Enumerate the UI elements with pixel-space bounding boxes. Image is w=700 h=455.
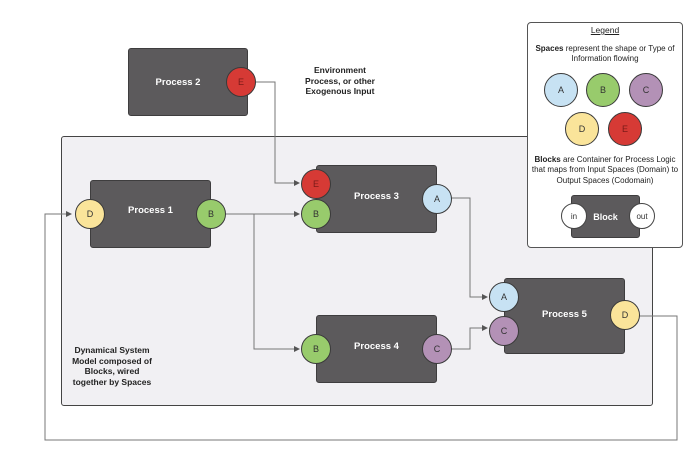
space-b-output[interactable]: B <box>196 199 226 229</box>
legend-space-c: C <box>629 73 663 107</box>
space-b-input[interactable]: B <box>301 334 331 364</box>
legend-space-e: E <box>608 112 642 146</box>
system-note: Dynamical System Model composed of Block… <box>72 345 152 387</box>
block-label: Process 3 <box>354 190 399 202</box>
block-label: Process 4 <box>354 340 399 352</box>
space-d-output[interactable]: D <box>610 300 640 330</box>
wire-p3-a-to-p5 <box>451 197 488 300</box>
block-process-5[interactable]: Process 5 <box>504 278 625 354</box>
block-label: Process 1 <box>128 204 173 216</box>
space-c-input[interactable]: C <box>489 316 519 346</box>
block-process-3[interactable]: Process 3 <box>316 165 437 233</box>
space-c-output[interactable]: C <box>422 334 452 364</box>
block-process-4[interactable]: Process 4 <box>316 315 437 383</box>
legend-space-a: A <box>544 73 578 107</box>
wire-p5-d-to-p1 <box>44 211 678 441</box>
block-label: Process 2 <box>155 76 201 88</box>
space-e-output[interactable]: E <box>226 67 256 97</box>
wire-p1-b-to-p4 <box>253 214 300 352</box>
space-a-input[interactable]: A <box>489 282 519 312</box>
legend-title: Legend <box>590 25 620 35</box>
legend-out-port: out <box>629 203 655 229</box>
legend-blocks-text: Blocks are Container for Process Logic t… <box>531 155 679 185</box>
legend-panel: Legend Spaces represent the shape or Typ… <box>527 22 683 248</box>
space-e-input[interactable]: E <box>301 169 331 199</box>
wire-p2-e-to-p3 <box>255 81 300 186</box>
legend-space-d: D <box>565 112 599 146</box>
block-label: Process 5 <box>542 309 587 320</box>
space-a-output[interactable]: A <box>422 184 452 214</box>
legend-space-b: B <box>586 73 620 107</box>
wire-p4-c-to-p5 <box>451 325 488 350</box>
environment-note: Environment Process, or other Exogenous … <box>305 65 375 97</box>
legend-spaces-text: Spaces represent the shape or Type of In… <box>535 44 675 64</box>
space-b-input[interactable]: B <box>301 199 331 229</box>
legend-in-port: in <box>561 203 587 229</box>
block-process-1[interactable]: Process 1 <box>90 180 211 248</box>
space-d-input[interactable]: D <box>75 199 105 229</box>
